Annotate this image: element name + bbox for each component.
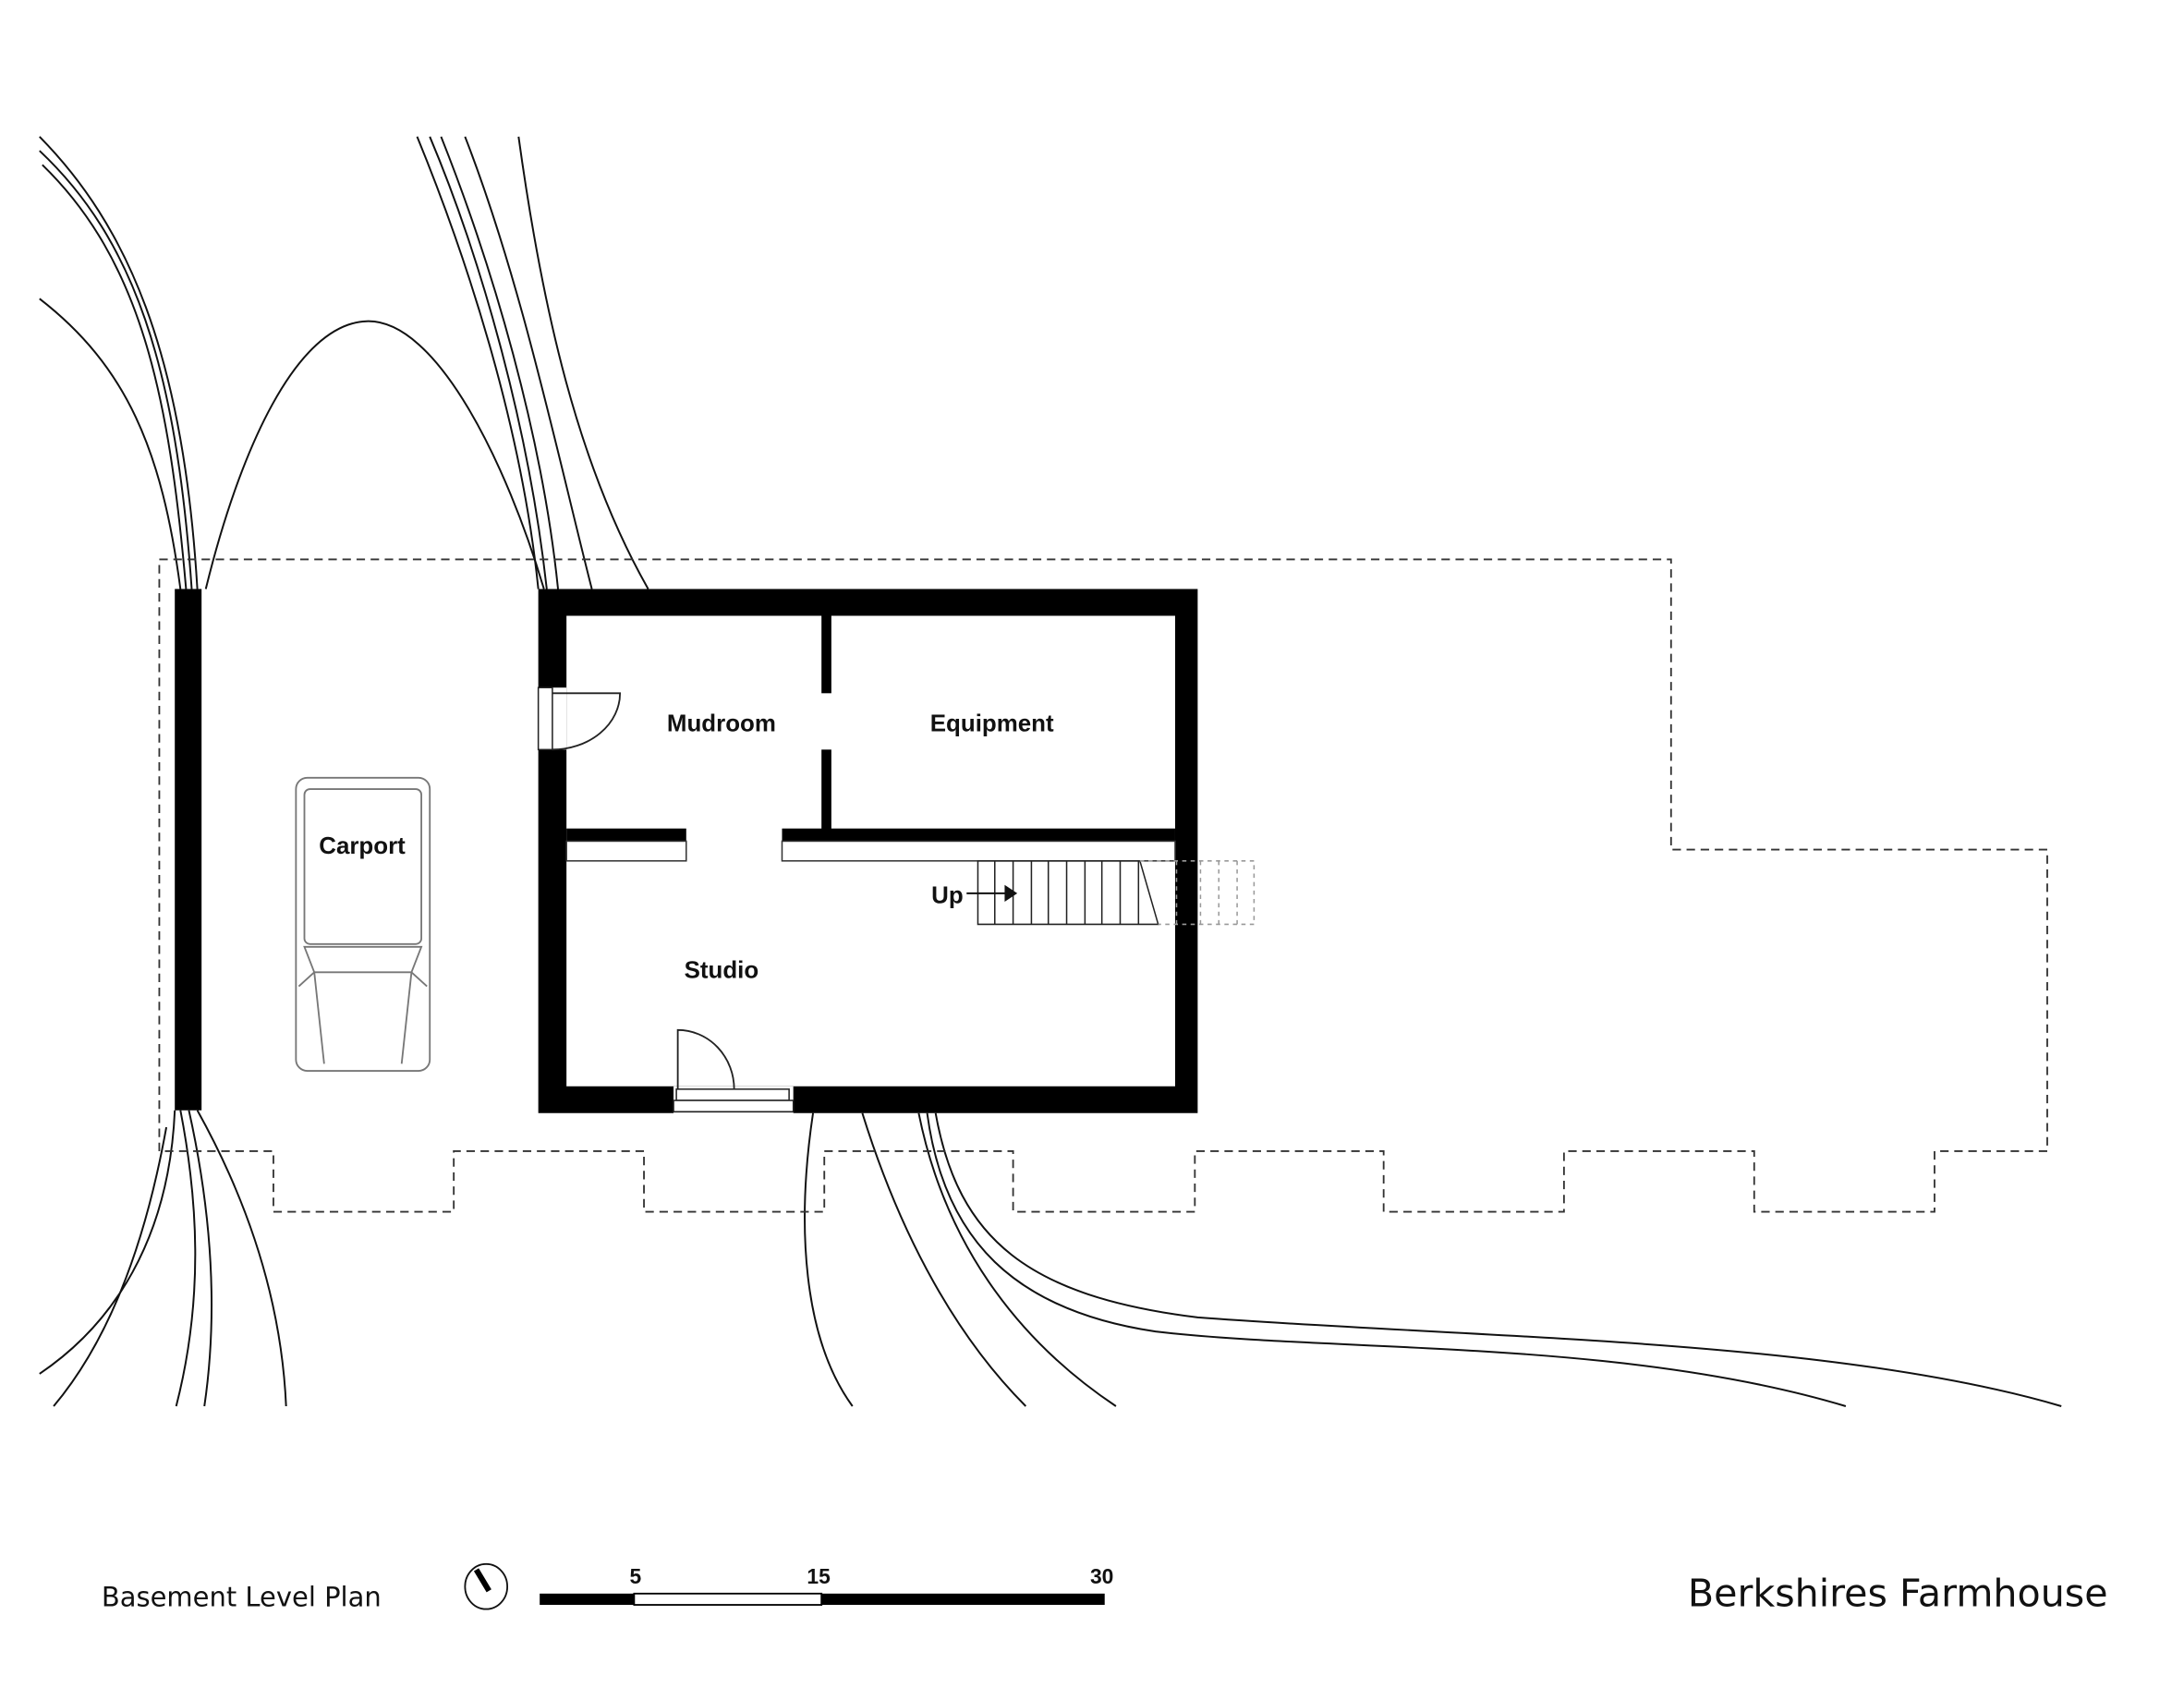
room-label-studio: Studio <box>685 957 759 983</box>
scale-bar <box>540 1592 1105 1606</box>
plan-title: Basement Level Plan <box>102 1582 382 1613</box>
scale-label: 5 <box>630 1564 642 1588</box>
arrow-right-icon <box>966 884 1018 903</box>
studio-door[interactable] <box>676 1028 735 1089</box>
door-step <box>675 1088 790 1101</box>
interior-wall <box>782 828 1175 842</box>
stairs-above <box>1139 860 1256 926</box>
terrain-contours <box>39 136 2062 1407</box>
room-label-equipment: Equipment <box>930 710 1054 736</box>
project-title: Berkshires Farmhouse <box>1688 1572 2108 1616</box>
shelf <box>565 840 687 862</box>
interior-wall <box>566 828 686 842</box>
upper-floor-outline <box>158 558 2048 1213</box>
room-label-mudroom: Mudroom <box>667 710 776 736</box>
shelf <box>781 840 1176 862</box>
door-sill <box>537 686 553 751</box>
interior-wall <box>821 749 831 832</box>
room-label-carport: Carport <box>319 833 406 859</box>
stairs-up-label: Up <box>931 883 964 909</box>
door-step <box>673 1099 795 1113</box>
north-arrow-icon <box>464 1562 509 1610</box>
scale-label: 15 <box>807 1564 831 1588</box>
mudroom-door[interactable] <box>552 692 622 751</box>
interior-wall <box>821 615 831 694</box>
carport-wall <box>175 589 202 1111</box>
truck-icon <box>295 776 431 1072</box>
scale-label: 30 <box>1090 1564 1113 1588</box>
